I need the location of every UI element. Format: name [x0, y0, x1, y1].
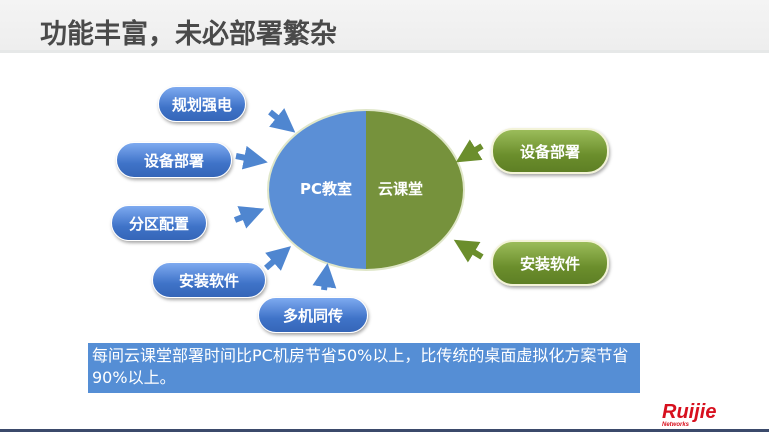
pc-classroom-label: PC教室: [300, 180, 353, 198]
pc-classroom-half: [268, 110, 366, 270]
left-item-device-deploy: 设备部署: [116, 142, 232, 178]
left-item-partition-config: 分区配置: [111, 205, 207, 241]
arrow-icon: [312, 263, 337, 291]
svg-text:Networks: Networks: [662, 422, 690, 428]
arrow-icon: [453, 239, 484, 263]
left-item-install-software: 安装软件: [152, 262, 266, 298]
cloud-classroom-label: 云课堂: [378, 180, 424, 198]
left-item-power-planning: 规划强电: [158, 86, 246, 122]
ruijie-logo: Ruijie Networks: [662, 401, 716, 428]
cloud-classroom-half: [366, 110, 464, 270]
arrow-icon: [233, 206, 265, 229]
arrow-icon: [455, 139, 484, 163]
arrow-icon: [235, 145, 268, 170]
right-item-device-deploy: 设备部署: [491, 128, 609, 174]
arrow-icon: [268, 108, 296, 133]
left-item-multicast: 多机同传: [258, 297, 368, 333]
page-title: 功能丰富，未必部署繁杂: [40, 19, 337, 50]
svg-text:Ruijie: Ruijie: [662, 401, 716, 423]
summary-note: 每间云课堂部署时间比PC机房节省50%以上，比传统的桌面虚拟化方案节省90%以上…: [88, 343, 640, 393]
header-band: 功能丰富，未必部署繁杂: [0, 0, 769, 53]
right-item-install-software: 安装软件: [491, 240, 609, 286]
footer-line: [0, 429, 769, 432]
arrow-icon: [264, 246, 292, 271]
